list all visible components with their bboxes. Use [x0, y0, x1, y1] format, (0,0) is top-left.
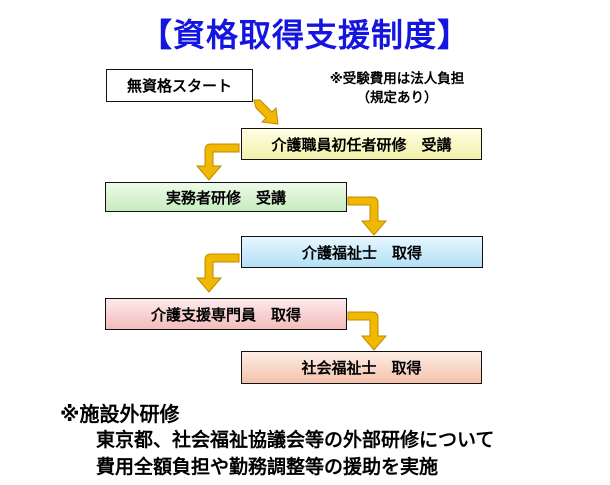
- cost-note-rule: （規定あり）: [356, 90, 438, 106]
- arrow-step3-to-step4: [195, 253, 240, 293]
- box-practitioner-training: 実務者研修 受講: [105, 182, 347, 212]
- arrow-start-to-step1: [253, 99, 279, 125]
- cost-note: ※受験費用は法人負担: [329, 71, 465, 87]
- external-training-line1: 東京都、社会福祉協議会等の外部研修について: [96, 429, 495, 451]
- box-care-worker: 介護福祉士 取得: [241, 236, 483, 268]
- arrow-step1-to-step2: [195, 143, 240, 181]
- box-initial-training: 介護職員初任者研修 受講: [241, 128, 482, 160]
- box-start: 無資格スタート: [106, 69, 253, 102]
- box-social-worker: 社会福祉士 取得: [241, 351, 482, 384]
- page-title: 【資格取得支援制度】: [139, 16, 470, 54]
- arrow-step2-to-step3: [347, 196, 388, 236]
- external-training-line2: 費用全額負担や勤務調整等の援助を実施: [96, 456, 439, 478]
- box-care-manager: 介護支援専門員 取得: [105, 298, 347, 330]
- arrow-step4-to-step5: [347, 311, 388, 351]
- external-training-heading: ※施設外研修: [60, 402, 180, 426]
